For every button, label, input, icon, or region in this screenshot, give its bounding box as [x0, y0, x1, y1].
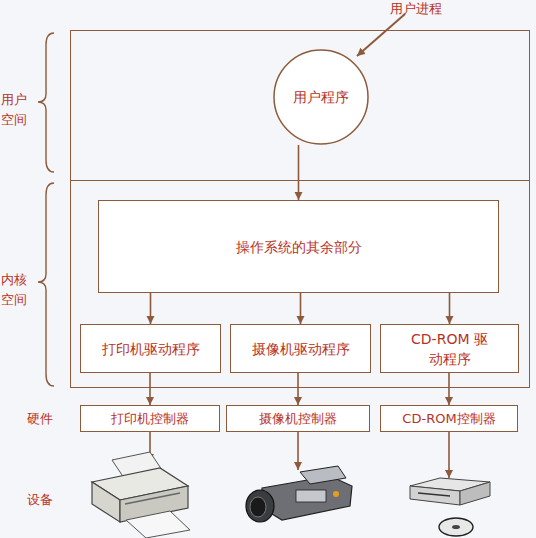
circle-shape	[274, 50, 368, 144]
camcorder-illustration	[246, 466, 352, 522]
os-box: 操作系统的其余部分	[98, 200, 499, 293]
controller-box: 打印机控制器	[80, 405, 220, 432]
kernel-space-brace	[38, 183, 54, 386]
connector-arrow	[449, 293, 451, 324]
user-space-brace	[38, 33, 54, 172]
printer-illustration	[92, 452, 190, 538]
connector-arrow	[149, 373, 151, 405]
kernel-space-band: 内核 空间操作系统的其余部分打印机驱动程序摄像机驱动程序CD-ROM 驱动程序	[70, 180, 530, 388]
device-arrow	[448, 431, 450, 478]
driver-box: 打印机驱动程序	[80, 324, 221, 373]
controller-box: CD-ROM控制器	[380, 405, 518, 432]
node-text-holder: 用户程序	[273, 49, 369, 145]
space-label: 内核 空间	[1, 270, 31, 310]
node-label: 用户程序	[293, 87, 349, 107]
node-text-holder: 打印机控制器	[81, 406, 219, 431]
node-text-holder: 操作系统的其余部分	[99, 201, 498, 292]
connector-arrow	[300, 293, 302, 324]
space-label: 用户 空间	[1, 90, 31, 130]
user-program-circle: 用户程序	[273, 49, 369, 145]
driver-box: 摄像机驱动程序	[230, 324, 371, 373]
node-text-holder: 摄像机控制器	[227, 406, 369, 431]
node-text-holder: CD-ROM控制器	[381, 406, 517, 431]
driver-box: CD-ROM 驱动程序	[380, 324, 519, 373]
node-label: 操作系统的其余部分	[236, 237, 362, 257]
node-text-holder: 摄像机驱动程序	[231, 325, 370, 372]
cdrom-illustration	[410, 478, 490, 536]
connector-arrow	[448, 373, 450, 405]
node-label: 打印机控制器	[111, 409, 189, 429]
text-label: 设备	[27, 491, 53, 509]
node-text-holder: CD-ROM 驱动程序	[381, 325, 518, 372]
text-label: 硬件	[27, 410, 53, 428]
user-space-band: 用户 空间用户程序	[70, 30, 530, 181]
node-label: 摄像机驱动程序	[252, 339, 350, 359]
node-label: CD-ROM 驱动程序	[410, 329, 490, 369]
connector-arrow	[150, 293, 152, 324]
device-arrow	[297, 431, 299, 470]
node-label: 打印机驱动程序	[102, 339, 200, 359]
node-label: CD-ROM控制器	[402, 409, 495, 429]
node-label: 摄像机控制器	[259, 409, 337, 429]
text-label: 用户进程	[390, 0, 442, 18]
connector-arrow	[297, 373, 299, 405]
connector-arrow	[298, 145, 300, 200]
leader-arrow	[357, 14, 405, 56]
controller-box: 摄像机控制器	[226, 405, 370, 432]
node-text-holder: 打印机驱动程序	[81, 325, 220, 372]
